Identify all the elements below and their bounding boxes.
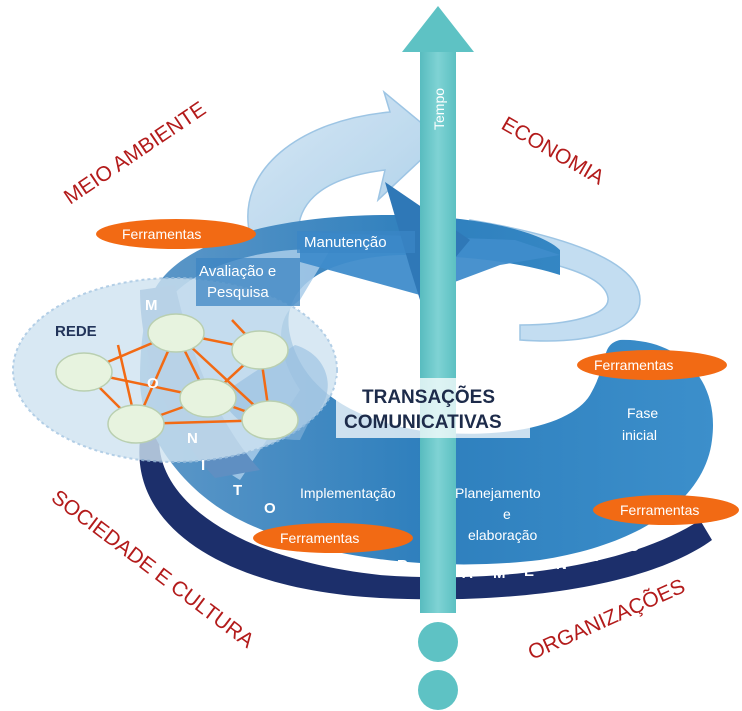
center-title-line1: TRANSAÇÕES (362, 386, 495, 408)
network-node (107, 404, 165, 444)
stage-evaluation-line1: Avaliação e (199, 263, 276, 280)
tool-pill-bottom-center: Ferramentas (253, 523, 413, 553)
stage-planning-line2: e (503, 506, 511, 522)
network-node (179, 378, 237, 418)
monitoring-letters: M O N I T O R A M E N T O (145, 297, 640, 582)
corner-label-environment: MEIO AMBIENTE (60, 97, 210, 209)
monitoring-letter: O (628, 538, 640, 555)
time-axis (402, 6, 474, 710)
monitoring-letter: T (233, 482, 242, 499)
monitoring-letter: R (397, 557, 408, 574)
network-label: REDE (55, 323, 97, 340)
stage-planning-line3: elaboração (468, 527, 537, 543)
network-graph (55, 313, 299, 444)
monitoring-letter: E (524, 563, 534, 580)
monitoring-letter: M (493, 565, 506, 582)
stage-planning-line1: Planejamento (455, 485, 541, 501)
monitoring-letter: A (462, 565, 473, 582)
monitoring-letter: T (592, 548, 601, 565)
stage-maintenance: Manutenção (304, 234, 387, 251)
stage-initial-line2: inicial (622, 427, 657, 443)
monitoring-letter: I (201, 457, 205, 474)
svg-text:Ferramentas: Ferramentas (594, 357, 673, 373)
svg-text:Ferramentas: Ferramentas (280, 530, 359, 546)
network-node (241, 400, 299, 440)
monitoring-letter: N (187, 430, 198, 447)
svg-text:Ferramentas: Ferramentas (122, 226, 201, 242)
time-label: Tempo (431, 88, 447, 130)
monitoring-letter: M (145, 297, 158, 314)
monitoring-letter: O (147, 375, 159, 392)
stage-initial-line1: Fase (627, 405, 658, 421)
tool-pill-top-left: Ferramentas (96, 219, 256, 249)
stage-implementation: Implementação (300, 485, 396, 501)
network-node (147, 313, 205, 353)
tool-pill-right-lower: Ferramentas (593, 495, 739, 525)
center-title-line2: COMUNICATIVAS (344, 412, 502, 433)
stage-labels: Manutenção Avaliação e Pesquisa Fase ini… (196, 231, 658, 543)
monitoring-letter: N (556, 556, 567, 573)
stage-evaluation-line2: Pesquisa (207, 284, 269, 301)
corner-label-economy: ECONOMIA (498, 112, 609, 189)
tool-pill-right-upper: Ferramentas (577, 350, 727, 380)
monitoring-letter: O (264, 500, 276, 517)
network-node (231, 330, 289, 370)
svg-text:Ferramentas: Ferramentas (620, 502, 699, 518)
network-node (55, 352, 113, 392)
